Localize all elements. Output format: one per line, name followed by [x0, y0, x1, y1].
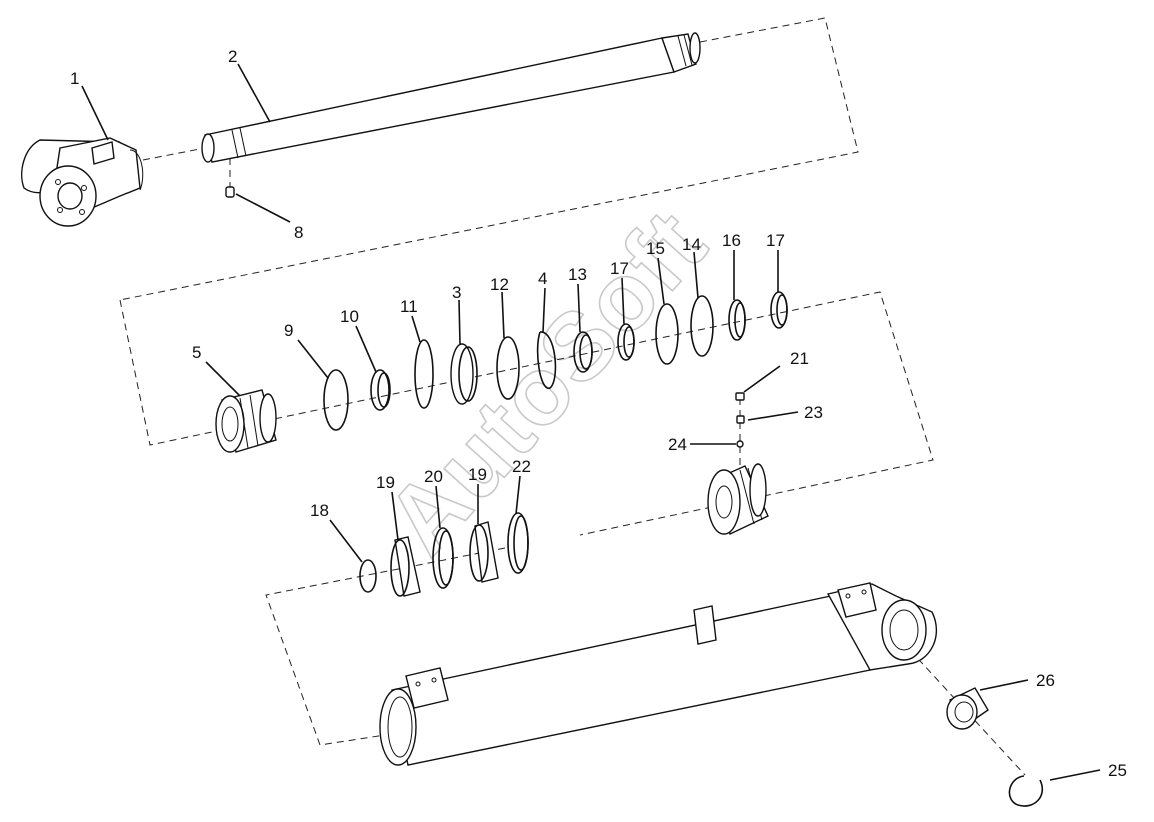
seal-rings-row	[323, 291, 788, 431]
callout-4: 4	[538, 269, 547, 288]
part-9-ring	[323, 369, 349, 431]
callout-labels: 1 2 8 5 9 10 11 3 12 4 13 17 15 14 16 17…	[70, 47, 1127, 780]
cylinder-tube	[379, 582, 938, 766]
assembly-guide-lines	[119, 17, 1026, 776]
callout-17b: 17	[766, 231, 785, 250]
piston	[707, 463, 769, 536]
callout-5: 5	[192, 343, 201, 362]
callout-8: 8	[294, 223, 303, 242]
part-14-ring	[690, 295, 714, 357]
part-8-grease-fitting	[225, 186, 235, 198]
piston-rings-row	[359, 512, 529, 597]
callout-2: 2	[228, 47, 237, 66]
callout-24: 24	[668, 435, 687, 454]
callout-1: 1	[70, 69, 79, 88]
callout-13: 13	[568, 265, 587, 284]
callout-11: 11	[400, 297, 418, 316]
callout-23: 23	[804, 403, 823, 422]
part-23-plug	[736, 415, 745, 424]
part-2-piston-rod	[201, 32, 701, 163]
callout-17a: 17	[610, 259, 629, 278]
callout-14: 14	[682, 235, 701, 254]
part-11-ring	[414, 339, 434, 409]
callout-9: 9	[284, 321, 293, 340]
part-5-rod-guide	[215, 389, 277, 453]
part-19-wear-ring	[394, 536, 421, 597]
watermark-text: AutoSoft	[366, 189, 727, 574]
callout-18: 18	[310, 501, 329, 520]
part-1-rod-eye	[21, 137, 144, 227]
callout-20: 20	[424, 467, 443, 486]
part-15-ring	[655, 303, 679, 365]
part-21-set-screw	[735, 392, 745, 401]
callout-19b: 19	[468, 465, 487, 484]
part-3-packing	[450, 343, 474, 405]
part-26-bushing	[946, 687, 989, 730]
callout-19a: 19	[376, 473, 395, 492]
callout-25: 25	[1108, 761, 1127, 780]
part-10-seal	[370, 369, 390, 411]
callout-22: 22	[512, 457, 531, 476]
parts-21-23-24	[735, 392, 745, 448]
part-25-snap-ring	[1008, 775, 1043, 807]
part-12-ring	[496, 336, 520, 400]
callout-26: 26	[1036, 671, 1055, 690]
part-19b-wear-ring	[474, 521, 499, 583]
callout-10: 10	[340, 307, 359, 326]
callout-3: 3	[452, 283, 461, 302]
callout-15: 15	[646, 239, 665, 258]
callout-16: 16	[722, 231, 741, 250]
part-4-snap-ring	[536, 331, 557, 389]
leader-lines	[81, 63, 1101, 781]
callout-12: 12	[490, 275, 509, 294]
callout-21: 21	[790, 349, 809, 368]
part-24-ball	[736, 440, 744, 448]
part-18-ring	[359, 559, 377, 593]
